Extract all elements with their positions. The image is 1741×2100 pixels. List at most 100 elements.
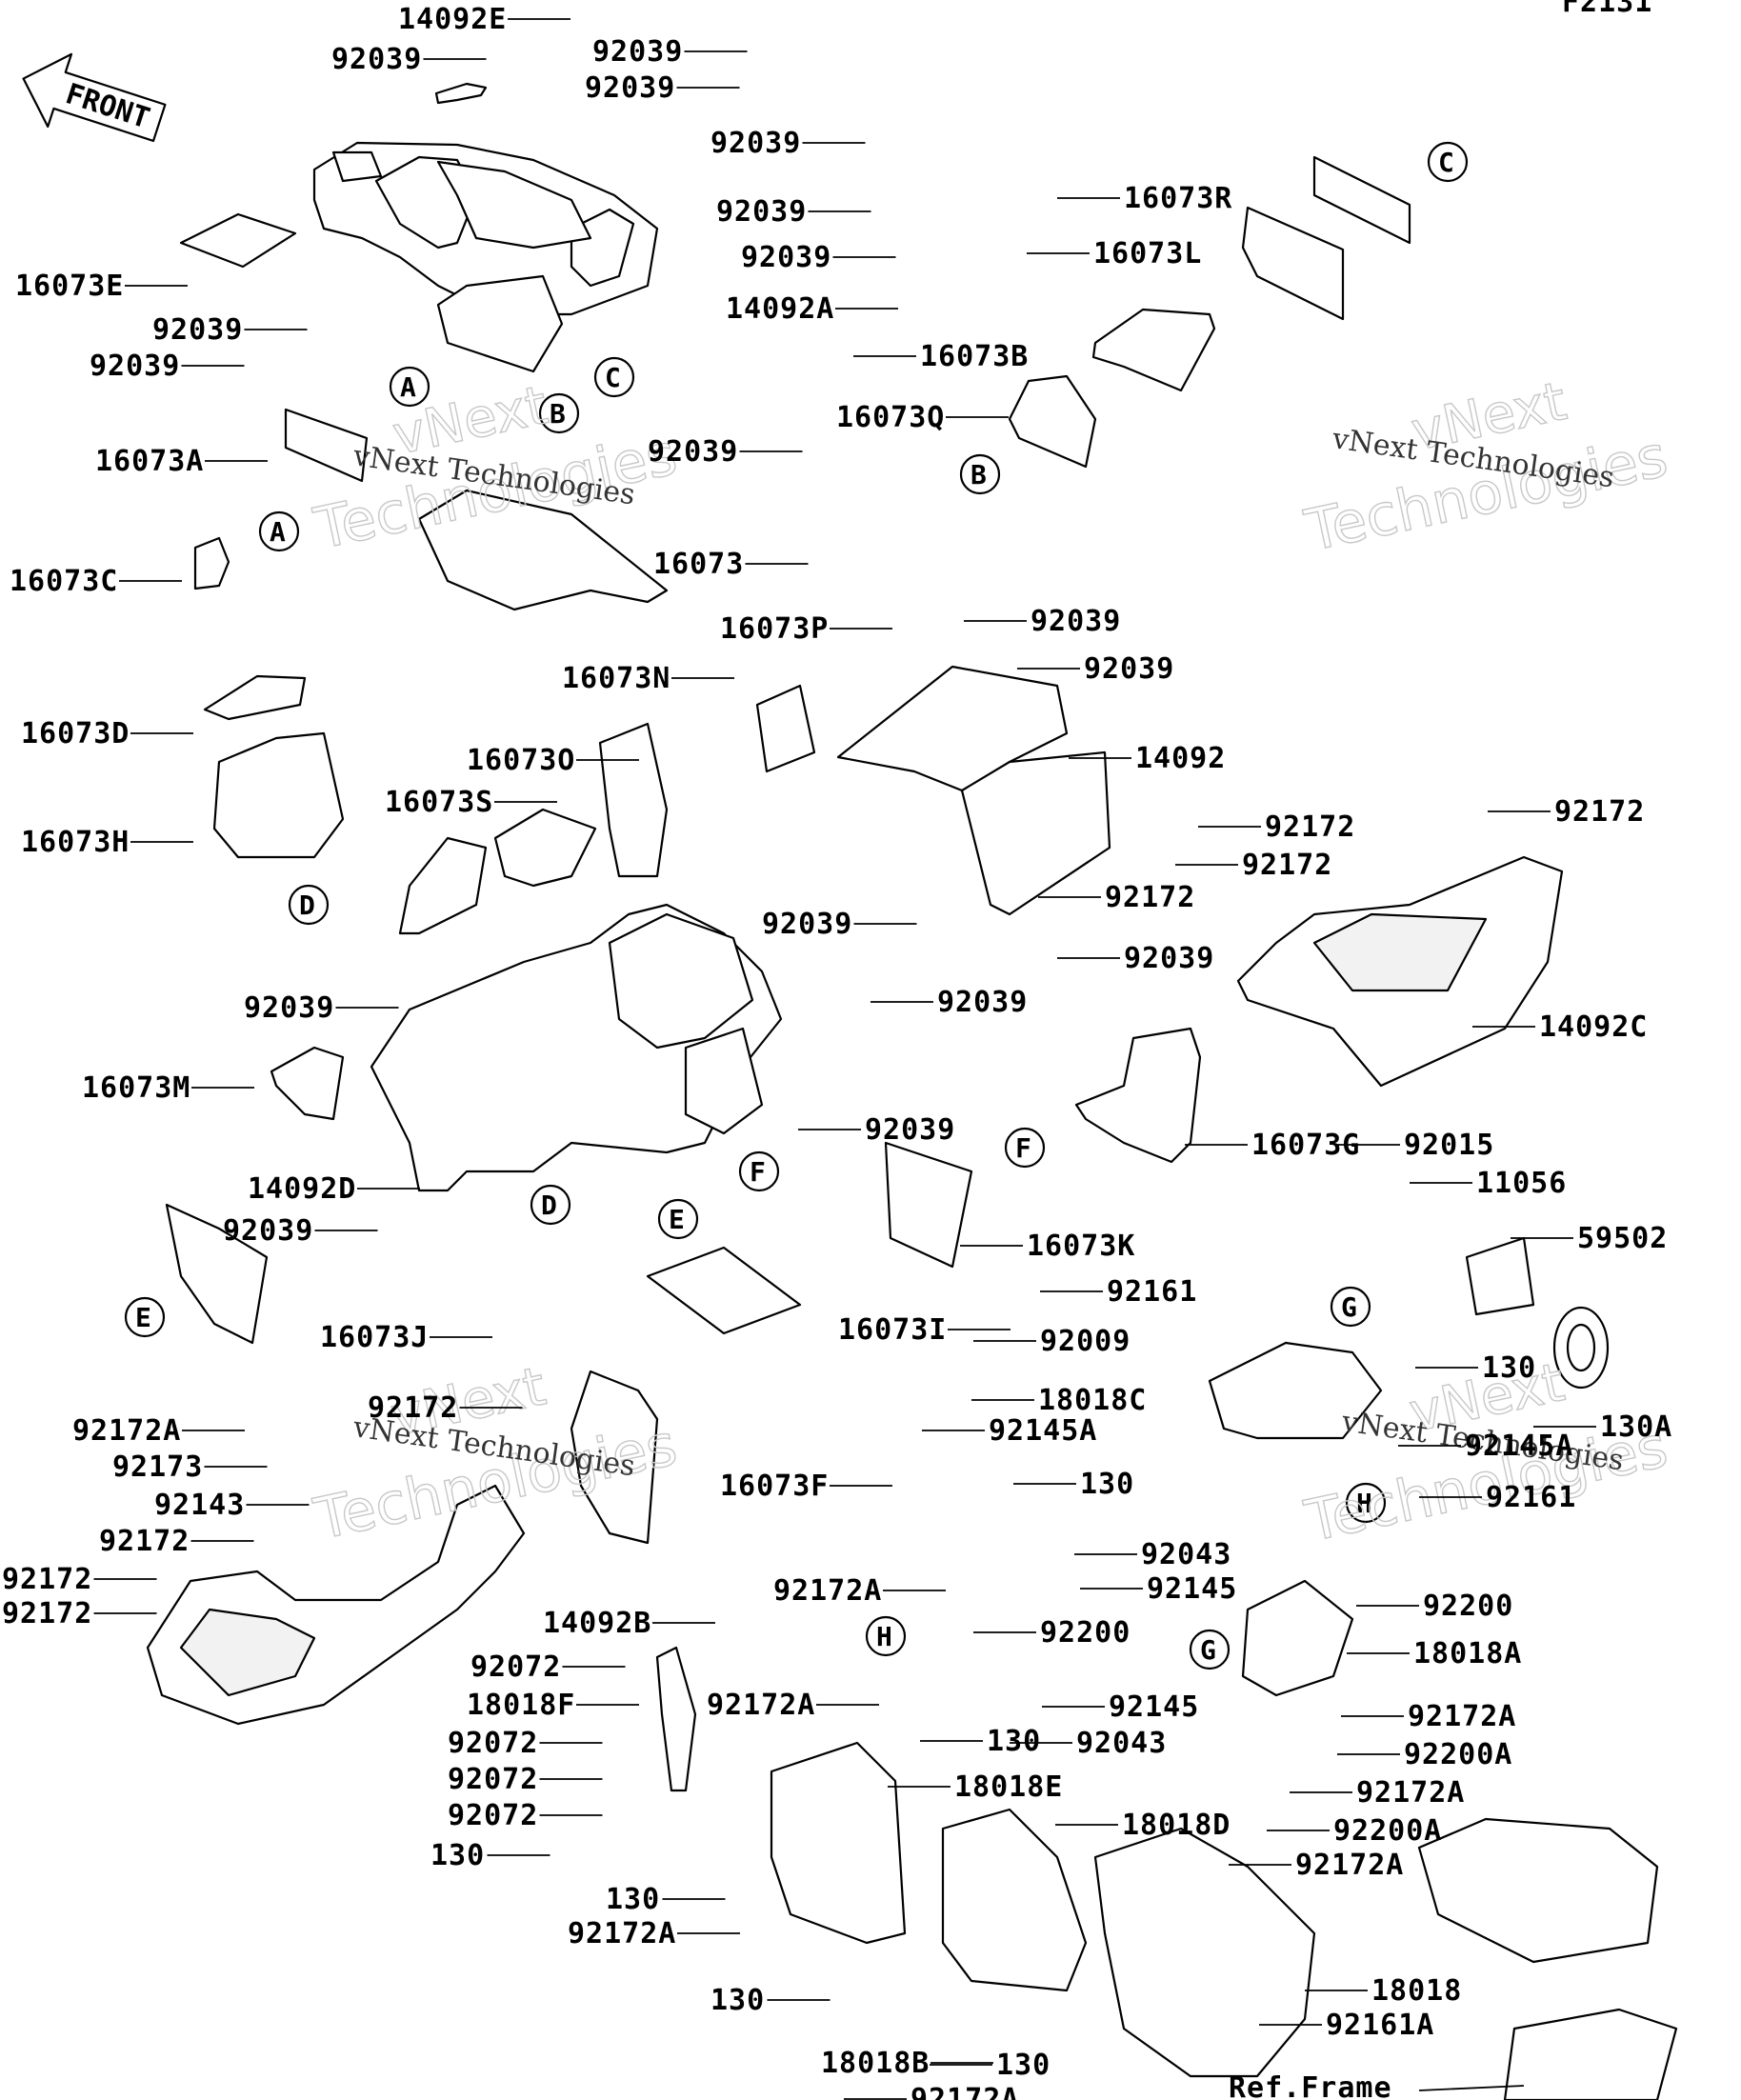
part-label-92039: 92039 [331,43,422,76]
part-59502 [1552,1306,1610,1390]
part-label-16073A: 16073A [95,445,204,478]
part-label-18018D: 18018D [1122,1809,1231,1842]
ref-frame [1503,2008,1678,2100]
leader-lines [93,18,1596,2100]
part-label-92039: 92039 [1084,652,1174,686]
part-label-92039: 92039 [223,1214,313,1248]
part-14092C [1236,855,1564,1088]
footer-ref-frame: Ref.Frame [1229,2071,1392,2100]
part-label-92009: 92009 [1040,1325,1131,1358]
part-16073S [398,836,488,935]
part-14092 [836,665,1111,916]
callout-C-2: C [1427,141,1469,183]
part-16073H [212,731,345,859]
part-16073 [417,489,669,611]
part-label-11056: 11056 [1476,1167,1567,1200]
svg-text:G: G [1200,1634,1216,1666]
part-16073B [1091,308,1216,392]
part-16073I [646,1246,802,1335]
part-label-14092A: 14092A [726,292,834,326]
part-label-16073S: 16073S [385,786,493,819]
part-label-92200A: 92200A [1333,1814,1442,1848]
part-label-92172A: 92172A [1356,1776,1465,1810]
part-label-92172: 92172 [2,1563,92,1596]
callout-G-2: G [1189,1629,1231,1670]
part-label-92172: 92172 [368,1391,458,1425]
part-label-92172A: 92172A [773,1574,882,1608]
part-label-92172: 92172 [99,1525,190,1558]
part-18018D [1093,1827,1316,2078]
front-arrow-icon: FRONT [22,52,167,143]
part-label-16073Q: 16073Q [836,401,945,434]
part-label-14092D: 14092D [248,1172,356,1206]
part-label-16073I: 16073I [838,1313,947,1347]
part-label-92039: 92039 [710,127,801,160]
part-label-92039: 92039 [762,908,852,941]
svg-text:B: B [971,459,987,490]
part-16073P [755,684,816,773]
part-label-92172: 92172 [1265,810,1355,844]
part-label-92172A: 92172A [568,1917,676,1950]
svg-text:B: B [550,398,566,430]
part-label-16073M: 16073M [82,1071,190,1105]
part-label-18018B: 18018B [821,2047,930,2080]
svg-text:F: F [750,1156,766,1188]
part-label-16073P: 16073P [720,612,829,646]
callout-D-1: D [288,884,330,926]
part-label-92172A: 92172A [72,1414,181,1448]
part-label-92039: 92039 [865,1113,955,1147]
part-label-92145A: 92145A [989,1414,1097,1448]
part-label-130A: 130A [1600,1410,1672,1444]
svg-text:H: H [1356,1488,1372,1519]
diagram-code: F2131 [1562,0,1652,19]
part-label-18018: 18018 [1371,1974,1462,2008]
part-label-92039: 92039 [937,986,1028,1019]
part-label-92043: 92043 [1076,1727,1167,1760]
part-16073E [179,212,297,269]
part-16073R [1312,155,1411,245]
svg-text:E: E [669,1204,685,1235]
part-label-14092C: 14092C [1539,1010,1648,1044]
part-label-16073J: 16073J [320,1321,429,1354]
part-label-92039: 92039 [244,991,334,1025]
part-label-16073K: 16073K [1027,1230,1135,1263]
part-label-16073N: 16073N [562,662,670,695]
part-label-92072: 92072 [448,1763,538,1796]
part-label-92039: 92039 [741,241,831,274]
part-label-16073R: 16073R [1124,182,1232,215]
part-label-92072: 92072 [448,1799,538,1832]
part-label-92039: 92039 [592,35,683,69]
part-16073L [1241,206,1345,321]
part-label-92039: 92039 [716,195,807,229]
part-label-92145A: 92145A [1465,1430,1573,1463]
front-cover-assembly [312,141,659,373]
callout-circles: A B C A C B D D E E F F G G H H [124,141,1469,1670]
part-label-16073E: 16073E [15,270,124,303]
part-label-92200: 92200 [1040,1616,1131,1650]
part-label-16073L: 16073L [1093,237,1202,270]
part-label-130: 130 [987,1725,1041,1758]
part-16073O [493,808,597,888]
svg-text:C: C [1438,147,1454,178]
part-label-92172A: 92172A [911,2083,1019,2100]
part-label-130: 130 [710,1984,765,2017]
svg-text:H: H [876,1621,892,1652]
part-16073F [570,1370,659,1545]
part-16073K [884,1141,973,1269]
callout-F-2: F [1004,1127,1046,1169]
part-18018B [770,1741,907,1945]
part-label-92145: 92145 [1109,1690,1199,1724]
callout-E-1: E [657,1198,699,1240]
part-label-92200A: 92200A [1404,1738,1512,1771]
part-label-14092B: 14092B [543,1607,651,1640]
part-label-92015: 92015 [1404,1129,1494,1162]
callout-E-2: E [124,1296,166,1338]
svg-text:A: A [270,516,286,548]
callout-H-2: H [865,1615,907,1657]
part-label-16073D: 16073D [21,717,130,750]
part-label-92161: 92161 [1107,1275,1197,1309]
svg-text:E: E [135,1302,151,1333]
part-label-18018E: 18018E [954,1770,1063,1804]
part-16073G [1074,1027,1202,1164]
